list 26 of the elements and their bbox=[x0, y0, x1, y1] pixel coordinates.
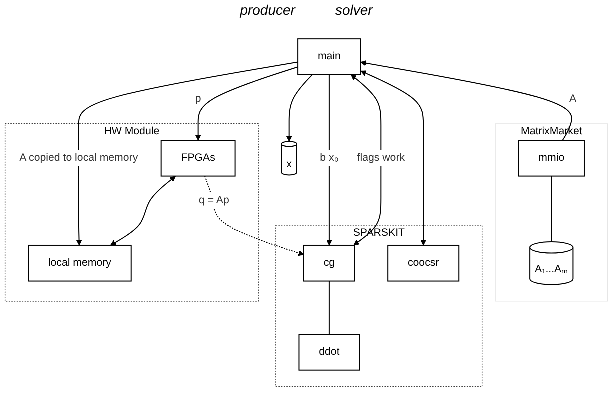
node-box: cg bbox=[303, 244, 356, 282]
side-label: solver bbox=[335, 1, 373, 20]
connector bbox=[328, 280, 330, 336]
arrow bbox=[351, 74, 382, 246]
node-box: local memory bbox=[28, 244, 132, 282]
arrow bbox=[110, 176, 176, 246]
node-box: coocsr bbox=[388, 244, 460, 282]
edge-label: b x₀ bbox=[320, 152, 339, 164]
side-label: producer bbox=[240, 1, 296, 20]
node-box: main bbox=[298, 38, 362, 76]
connector bbox=[551, 176, 552, 242]
edge-label: A copied to local memory bbox=[20, 152, 138, 164]
node-box: mmio bbox=[518, 140, 585, 177]
edge-label: p bbox=[195, 93, 202, 105]
node-box: FPGAs bbox=[160, 140, 236, 177]
arrow bbox=[326, 74, 332, 246]
edge-label: A bbox=[570, 93, 577, 105]
arrow bbox=[76, 62, 299, 246]
arrow bbox=[204, 176, 304, 256]
edge-label: flags work bbox=[357, 152, 406, 164]
node-box: ddot bbox=[298, 334, 360, 371]
edge-label: q = Ap bbox=[198, 194, 230, 206]
arrow bbox=[360, 70, 427, 246]
arrow bbox=[286, 74, 314, 142]
arrow bbox=[360, 60, 572, 141]
arrow bbox=[195, 66, 299, 141]
